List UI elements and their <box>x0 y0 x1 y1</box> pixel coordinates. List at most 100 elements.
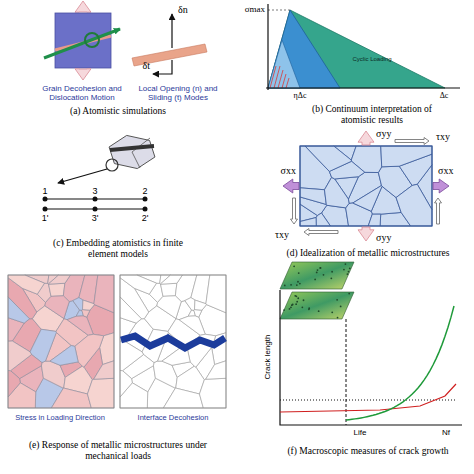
grain-cell <box>51 388 91 408</box>
shear-arrow <box>435 198 442 224</box>
dislocation-arrow <box>44 29 120 58</box>
grain-cluster <box>109 135 155 168</box>
stress-label: σyy <box>376 232 391 244</box>
axis-label: Δc <box>432 91 456 100</box>
reloading-triangle <box>268 40 300 88</box>
surface-texture <box>291 304 293 306</box>
surface-texture <box>323 274 325 276</box>
stress-label: σxx <box>281 165 296 177</box>
component-label: Local Opening (n) and Sliding (t) Modes <box>128 84 228 102</box>
stress-label: τxy <box>275 229 289 241</box>
response-panel <box>8 275 226 408</box>
grain-cell <box>179 316 205 335</box>
surface-texture <box>330 277 332 279</box>
grain-cell <box>194 300 206 310</box>
grain-cell <box>120 370 132 397</box>
grain-cell <box>163 388 203 408</box>
element-node <box>143 207 148 212</box>
surface-texture <box>297 281 299 283</box>
grain-block <box>55 13 111 68</box>
component-label: Grain Decohesion and Dislocation Motion <box>27 84 137 102</box>
grain-cell <box>300 217 316 226</box>
grain-cell <box>49 283 65 296</box>
surface-texture <box>303 299 305 301</box>
surface-texture <box>289 308 291 310</box>
axis-label: ηΔc <box>285 91 315 100</box>
node-number: 2' <box>138 213 152 223</box>
separation-axis <box>266 87 460 88</box>
surface-texture <box>336 299 338 301</box>
grain-cell <box>8 275 45 294</box>
grain-cell <box>324 177 349 208</box>
normal-stress-arrow <box>433 179 449 193</box>
peak-guide <box>268 10 290 11</box>
cohesive-law-panel <box>266 4 460 90</box>
panel-caption: (f) Macroscopic measures of crack growth <box>266 446 470 457</box>
node-number: 1 <box>38 186 52 196</box>
surface-texture <box>295 303 297 305</box>
normal-stress-arrow <box>358 131 374 145</box>
grain-boundary <box>132 152 140 168</box>
surface-texture <box>347 273 349 275</box>
load-arrow <box>75 1 91 12</box>
surface-texture <box>297 297 299 299</box>
grain-cell <box>8 297 30 323</box>
initiation-line <box>346 319 347 425</box>
hatch-line <box>286 78 289 88</box>
grain-cell <box>67 316 93 335</box>
surface-texture <box>296 284 298 286</box>
element-node <box>93 197 98 202</box>
surface-texture <box>349 268 351 270</box>
hatch-line <box>282 74 286 88</box>
interface-band <box>110 146 154 150</box>
grain-cell <box>82 300 94 310</box>
unloading-triangle <box>268 10 340 88</box>
panel-caption: (b) Continuum interpretation of atomisti… <box>308 104 436 126</box>
symbol-label: δt <box>143 60 151 72</box>
stress-axis <box>267 4 268 90</box>
grain-cell <box>185 298 195 311</box>
opening-arrow <box>171 14 172 48</box>
surface-texture <box>340 306 342 308</box>
surface-texture <box>299 283 301 285</box>
stress-label: σyy <box>376 128 391 140</box>
surface-texture <box>292 303 294 305</box>
grain-cell <box>194 310 202 318</box>
surface-texture <box>296 301 298 303</box>
node-number: 2 <box>138 186 152 196</box>
grain-cell <box>316 213 330 226</box>
grain-cell <box>75 334 104 367</box>
surface-texture <box>348 271 350 273</box>
grain-cell <box>87 378 114 408</box>
element-node <box>43 197 48 202</box>
panel-caption: (c) Embedding atomistics in finite eleme… <box>52 238 184 260</box>
prediction-curve <box>280 384 456 412</box>
stress-label: σxx <box>438 165 453 177</box>
surface-texture <box>290 306 292 308</box>
crack-curve <box>346 306 454 420</box>
axis-label: Life <box>345 428 375 437</box>
panel-caption: (a) Atomistic simulations <box>8 106 228 117</box>
microstructure-panel <box>283 131 449 241</box>
fracture-surface <box>280 262 354 289</box>
normal-stress-arrow <box>358 227 374 241</box>
grain-cell <box>120 341 144 371</box>
normal-stress-arrow <box>283 179 299 193</box>
shear-arrow <box>395 138 429 145</box>
domain-border <box>300 146 432 226</box>
cohesive-triangle <box>268 10 445 88</box>
node-number: 1' <box>38 213 52 223</box>
crack-growth-panel <box>280 262 462 425</box>
surface-texture <box>283 309 285 311</box>
surface-texture <box>314 278 316 280</box>
panel-border <box>8 275 114 408</box>
surface-texture <box>284 285 286 287</box>
leader-arrow <box>58 169 107 183</box>
zoom-circle <box>106 159 118 171</box>
surface-texture <box>348 293 350 295</box>
fracture-surface <box>280 292 354 319</box>
grain-cell <box>157 296 181 319</box>
shear-arrow <box>304 229 338 236</box>
